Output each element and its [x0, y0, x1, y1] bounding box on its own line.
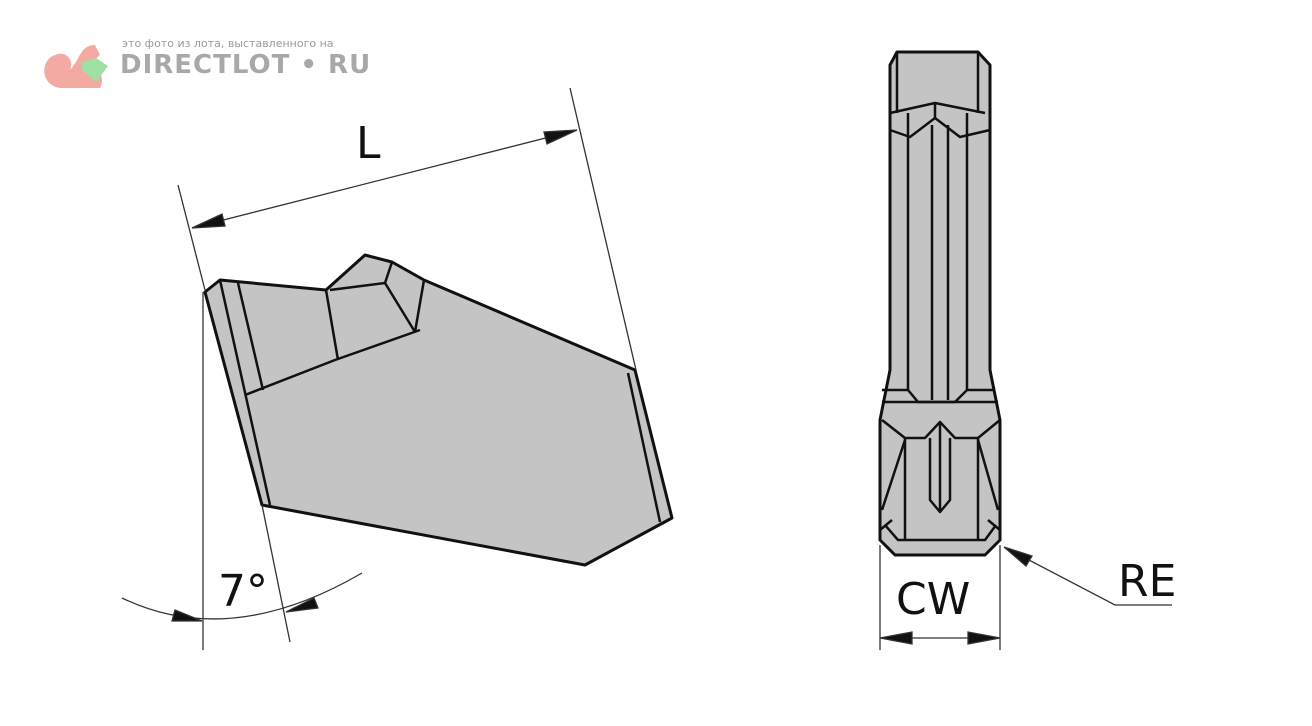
insert-front-view [878, 50, 1002, 557]
insert-side-view [203, 253, 674, 567]
watermark-logo [44, 45, 108, 88]
cw-dimension [879, 545, 1001, 650]
length-label: L [356, 118, 381, 169]
angle-dimension [121, 292, 363, 650]
cutting-width-label: CW [896, 574, 971, 625]
re-leader [1003, 546, 1172, 606]
corner-radius-label: RE [1118, 556, 1177, 607]
angle-label: 7° [218, 566, 268, 617]
length-dimension [177, 87, 637, 371]
watermark-caption: это фото из лота, выставленного на [122, 37, 334, 50]
watermark-brand: DIRECTLOT • RU [120, 50, 372, 80]
